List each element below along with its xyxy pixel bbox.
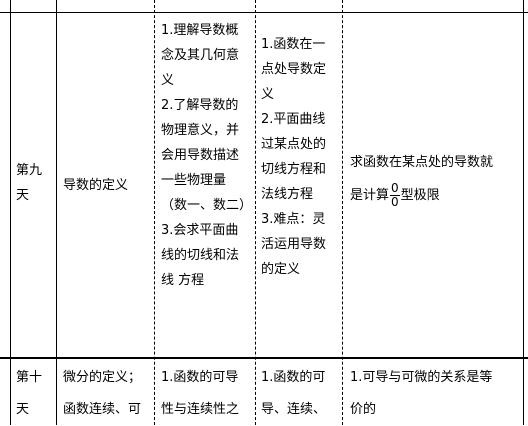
topic-text: 微分的定义； — [63, 370, 142, 385]
day-cell: 第十 天 — [16, 362, 42, 426]
key-point-line: 1.函数在一 — [261, 37, 326, 52]
key-point-line: 3.难点：灵 — [261, 212, 326, 227]
requirement-line: 线 方程 — [161, 273, 205, 288]
note-line: 价的 — [350, 402, 377, 417]
row-divider — [0, 357, 528, 359]
fraction-numerator: 0 — [390, 181, 400, 196]
key-point-line: 义 — [261, 87, 275, 102]
requirement-line: 义 — [161, 73, 175, 88]
column-line — [56, 0, 57, 425]
column-line — [154, 0, 155, 425]
fraction-denominator: 0 — [391, 195, 399, 209]
key-point-line: 1.函数的可 — [261, 370, 326, 385]
key-point-line: 导、连续、 — [261, 402, 327, 417]
column-line — [523, 0, 524, 425]
requirement-line: 念及其几何意 — [161, 48, 240, 63]
note-prefix: 是计算 — [350, 188, 390, 203]
key-points-cell: 1.函数的可 导、连续、 — [261, 362, 326, 426]
day-label: 天 — [16, 402, 30, 417]
requirements-cell: 1.理解导数概 念及其几何意 义 2.了解导数的 物理意义，并 会用导数描述 一… — [161, 18, 252, 293]
topic-cell: 微分的定义； 函数连续、可 — [63, 362, 141, 426]
requirements-cell: 1.函数的可导 性与连续性之 — [161, 362, 239, 426]
key-points-cell: 1.函数在一 点处导数定 义 2.平面曲线 过某点处的 切线方程和 法线方程 3… — [261, 32, 326, 282]
key-point-line: 过某点处的 — [261, 137, 327, 152]
requirement-line: 2.了解导数的 — [161, 98, 239, 113]
requirement-line: 线的切线和法 — [161, 248, 240, 263]
day-cell: 第九 天 — [16, 158, 42, 208]
table-border-top-strip — [0, 12, 528, 13]
note-suffix: 型极限 — [400, 188, 440, 203]
day-label: 第十 — [16, 370, 43, 385]
note-line: 1.可导与可微的关系是等 — [350, 370, 493, 385]
day-label: 第九 — [16, 163, 43, 178]
column-line — [255, 0, 256, 425]
requirement-line: 物理意义，并 — [161, 123, 240, 138]
requirement-line: 性与连续性之 — [161, 402, 240, 417]
key-point-line: 2.平面曲线 — [261, 112, 326, 127]
key-point-line: 法线方程 — [261, 187, 314, 202]
topic-text: 函数连续、可 — [63, 402, 142, 417]
day-label: 天 — [16, 188, 30, 203]
column-line — [10, 0, 11, 425]
key-point-line: 点处导数定 — [261, 62, 327, 77]
requirement-line: 一些物理量 — [161, 173, 227, 188]
key-point-line: 活运用导数 — [261, 237, 327, 252]
topic-cell: 导数的定义 — [63, 173, 128, 198]
requirement-line: 1.理解导数概 — [161, 23, 239, 38]
notes-cell: 1.可导与可微的关系是等 价的 — [350, 362, 492, 426]
column-line — [342, 0, 343, 425]
key-point-line: 的定义 — [261, 262, 301, 277]
requirement-line: 3.会求平面曲 — [161, 223, 239, 238]
requirement-line: 1.函数的可导 — [161, 370, 239, 385]
note-line: 求函数在某点处的导数就 — [350, 155, 494, 170]
key-point-line: 切线方程和 — [261, 162, 327, 177]
requirement-line: 会用导数描述 — [161, 148, 240, 163]
topic-text: 导数的定义 — [63, 178, 129, 193]
requirement-line: （数一、数二） — [161, 198, 253, 213]
